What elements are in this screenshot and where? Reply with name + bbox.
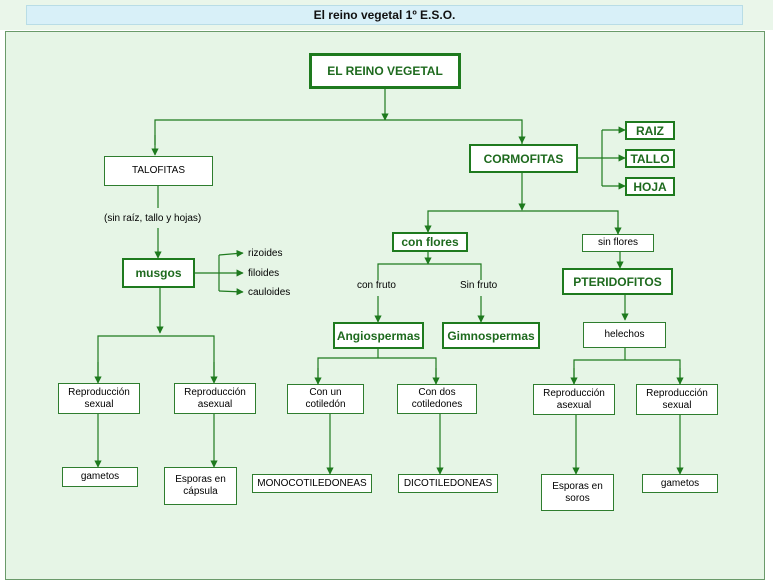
label-filoides: filoides bbox=[248, 268, 280, 279]
node-raiz: RAIZ bbox=[625, 121, 675, 140]
node-sin-flores: sin flores bbox=[582, 234, 654, 252]
label-con-fruto: con fruto bbox=[357, 280, 396, 291]
page-title: El reino vegetal 1º E.S.O. bbox=[26, 5, 743, 25]
node-pteridofitos: PTERIDOFITOS bbox=[562, 268, 673, 295]
node-pter-esporas: Esporas en soros bbox=[541, 474, 614, 511]
label-rizoides: rizoides bbox=[248, 248, 283, 259]
node-angiospermas: Angiospermas bbox=[333, 322, 424, 349]
node-monocotiledoneas: MONOCOTILEDONEAS bbox=[252, 474, 372, 493]
node-tallo: TALLO bbox=[625, 149, 675, 168]
node-talofitas: TALOFITAS bbox=[104, 156, 213, 186]
node-cormofitas: CORMOFITAS bbox=[469, 144, 578, 173]
label-cauloides: cauloides bbox=[248, 287, 291, 298]
node-con-un-cotiledon: Con un cotiledón bbox=[287, 384, 364, 414]
node-musgos-rep-asexual: Reproducción asexual bbox=[174, 383, 256, 414]
node-pter-rep-sexual: Reproducción sexual bbox=[636, 384, 718, 415]
node-gimnospermas: Gimnospermas bbox=[442, 322, 540, 349]
node-musgos-rep-sexual: Reproducción sexual bbox=[58, 383, 140, 414]
label-sin-fruto: Sin fruto bbox=[460, 280, 498, 291]
node-musgos-esporas: Esporas en cápsula bbox=[164, 467, 237, 505]
node-musgos-gametos: gametos bbox=[62, 467, 138, 487]
node-dicotiledoneas: DICOTILEDONEAS bbox=[398, 474, 498, 493]
node-helechos: helechos bbox=[583, 322, 666, 348]
node-pter-rep-asexual: Reproducción asexual bbox=[533, 384, 615, 415]
node-con-dos-cotiledones: Con dos cotiledones bbox=[397, 384, 477, 414]
label-sin-raiz: (sin raíz, tallo y hojas) bbox=[104, 213, 202, 224]
node-pter-gametos: gametos bbox=[642, 474, 718, 493]
node-musgos: musgos bbox=[122, 258, 195, 288]
node-con-flores: con flores bbox=[392, 232, 468, 252]
node-hoja: HOJA bbox=[625, 177, 675, 196]
node-reino-vegetal: EL REINO VEGETAL bbox=[309, 53, 461, 89]
